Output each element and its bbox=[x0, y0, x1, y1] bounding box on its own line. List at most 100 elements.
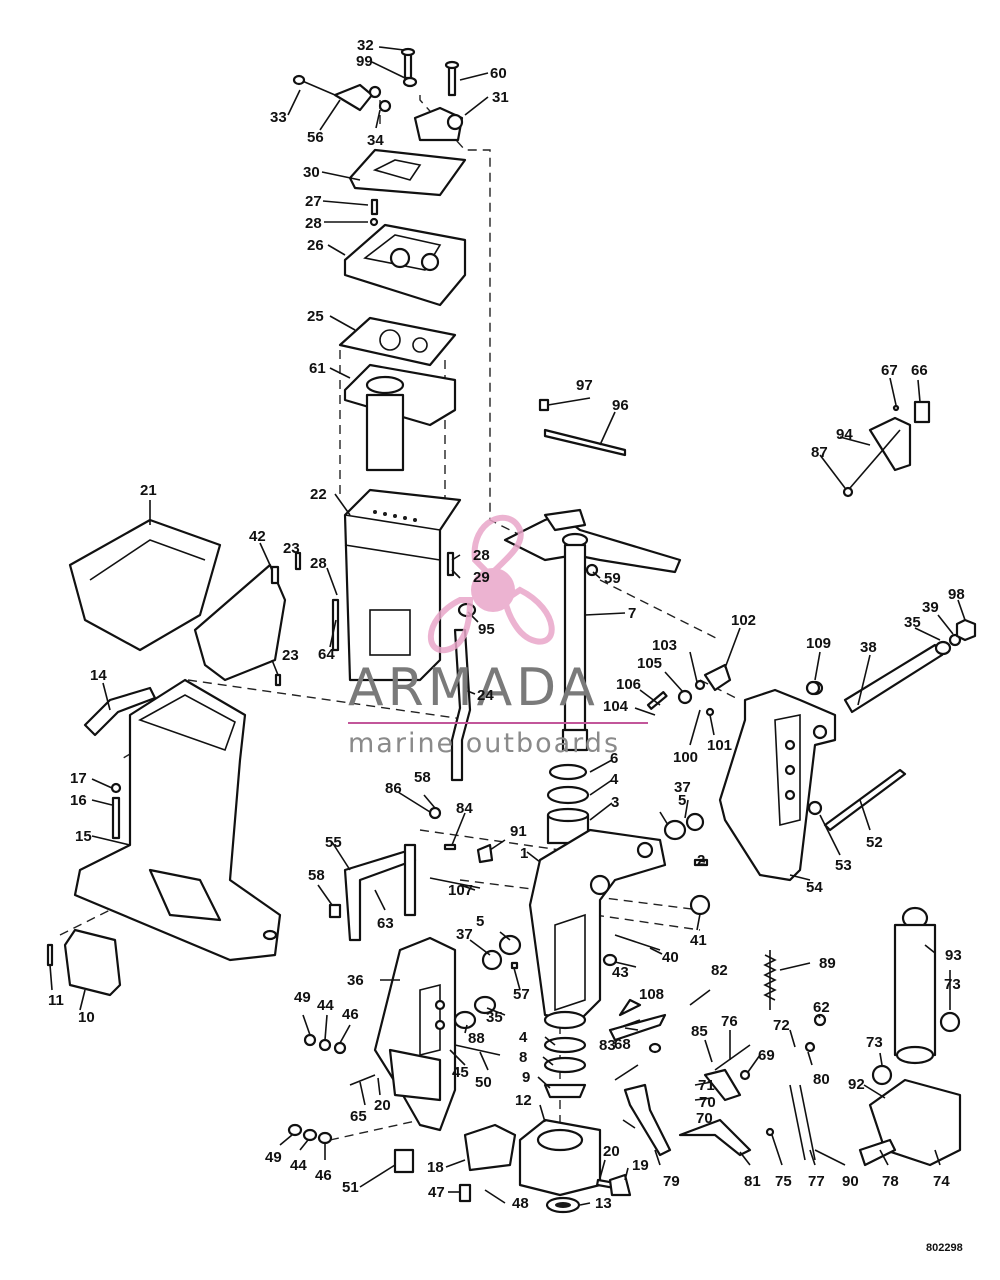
lower-motor-cover bbox=[73, 678, 282, 962]
part-label: 10 bbox=[78, 1009, 95, 1026]
part-label: 73 bbox=[866, 1034, 883, 1051]
part-label: 64 bbox=[318, 646, 335, 663]
part-label: 4 bbox=[519, 1029, 528, 1046]
part-label: 32 bbox=[357, 37, 374, 54]
part-label: 46 bbox=[315, 1167, 332, 1184]
part-label: 42 bbox=[249, 528, 266, 545]
part-label: 57 bbox=[513, 986, 530, 1003]
reverse-lock-parts bbox=[842, 400, 931, 498]
brand-divider bbox=[348, 722, 648, 724]
part-label: 49 bbox=[265, 1149, 282, 1166]
part-label: 47 bbox=[428, 1184, 445, 1201]
part-label: 84 bbox=[456, 800, 473, 817]
part-label: 23 bbox=[282, 647, 299, 664]
swivel-bracket bbox=[528, 828, 667, 1030]
part-label: 75 bbox=[775, 1173, 792, 1190]
part-label: 66 bbox=[911, 362, 928, 379]
cover-plate bbox=[63, 928, 122, 997]
part-label: 91 bbox=[510, 823, 527, 840]
left-clamp-bracket bbox=[373, 936, 457, 1132]
part-label: 52 bbox=[866, 834, 883, 851]
throttle-lever-parts bbox=[646, 663, 821, 717]
part-label: 87 bbox=[811, 444, 828, 461]
part-label: 3 bbox=[611, 794, 620, 811]
part-label: 72 bbox=[773, 1017, 790, 1034]
part-label: 18 bbox=[427, 1159, 444, 1176]
part-label: 40 bbox=[662, 949, 679, 966]
part-label: 58 bbox=[414, 769, 431, 786]
part-label: 59 bbox=[604, 570, 621, 587]
part-label: 35 bbox=[486, 1009, 503, 1026]
brand-name: ARMADA bbox=[348, 658, 599, 718]
part-label: 109 bbox=[806, 635, 832, 652]
part-label: 28 bbox=[473, 547, 490, 564]
brand-tagline: marine outboards bbox=[348, 728, 621, 759]
part-label: 104 bbox=[603, 698, 629, 715]
part-label: 14 bbox=[90, 667, 107, 684]
adapter-housing bbox=[343, 198, 467, 307]
part-label: 2 bbox=[697, 852, 706, 869]
part-label: 20 bbox=[374, 1097, 391, 1114]
part-label: 62 bbox=[813, 999, 830, 1016]
part-label: 51 bbox=[342, 1179, 359, 1196]
part-label: 79 bbox=[663, 1173, 680, 1190]
part-label: 12 bbox=[515, 1092, 532, 1109]
part-label: 77 bbox=[808, 1173, 825, 1190]
part-label: 103 bbox=[652, 637, 678, 654]
part-label: 67 bbox=[881, 362, 898, 379]
part-label: 70 bbox=[696, 1110, 713, 1127]
part-label: 13 bbox=[595, 1195, 612, 1212]
part-label: 50 bbox=[475, 1074, 492, 1091]
part-label: 30 bbox=[303, 164, 320, 181]
part-label: 70 bbox=[699, 1094, 716, 1111]
part-label: 28 bbox=[305, 215, 322, 232]
lower-linkage-parts bbox=[393, 950, 827, 1203]
part-label: 97 bbox=[576, 377, 593, 394]
part-label: 101 bbox=[707, 737, 733, 754]
part-label: 83 bbox=[599, 1037, 616, 1054]
part-label: 94 bbox=[836, 426, 853, 443]
part-label: 55 bbox=[325, 834, 342, 851]
part-label: 105 bbox=[637, 655, 663, 672]
part-label: 37 bbox=[674, 779, 691, 796]
part-label: 24 bbox=[477, 687, 494, 704]
side-covers bbox=[68, 518, 302, 687]
part-label: 98 bbox=[948, 586, 965, 603]
part-label: 95 bbox=[478, 621, 495, 638]
part-label: 7 bbox=[628, 605, 637, 622]
part-label: 58 bbox=[308, 867, 325, 884]
part-label: 27 bbox=[305, 193, 322, 210]
tilt-cylinder bbox=[858, 906, 962, 1167]
part-label: 88 bbox=[468, 1030, 485, 1047]
part-label: 100 bbox=[673, 749, 699, 766]
part-label: 76 bbox=[721, 1013, 738, 1030]
part-label: 80 bbox=[813, 1071, 830, 1088]
part-label: 86 bbox=[385, 780, 402, 797]
part-label: 92 bbox=[848, 1076, 865, 1093]
part-label: 93 bbox=[945, 947, 962, 964]
part-label: 60 bbox=[490, 65, 507, 82]
part-label: 17 bbox=[70, 770, 87, 787]
part-label: 21 bbox=[140, 482, 157, 499]
water-tube bbox=[450, 628, 472, 782]
part-label: 81 bbox=[744, 1173, 761, 1190]
part-label: 29 bbox=[473, 569, 490, 586]
part-label: 65 bbox=[350, 1108, 367, 1125]
part-label: 41 bbox=[690, 932, 707, 949]
part-label: 82 bbox=[711, 962, 728, 979]
part-label: 74 bbox=[933, 1173, 950, 1190]
steering-arm-shaft bbox=[503, 508, 682, 752]
part-label: 43 bbox=[612, 964, 629, 981]
part-label: 33 bbox=[270, 109, 287, 126]
leader-lines bbox=[49, 46, 966, 1206]
pink-propeller-logo bbox=[427, 514, 555, 654]
part-label: 6 bbox=[610, 750, 619, 767]
part-label: 11 bbox=[48, 992, 64, 1009]
diagram-reference-number: 802298 bbox=[926, 1242, 963, 1254]
part-label: 5 bbox=[476, 913, 485, 930]
part-label: 37 bbox=[456, 926, 473, 943]
part-label: 71 bbox=[698, 1077, 715, 1094]
part-label: 48 bbox=[512, 1195, 529, 1212]
part-label: 45 bbox=[452, 1064, 469, 1081]
